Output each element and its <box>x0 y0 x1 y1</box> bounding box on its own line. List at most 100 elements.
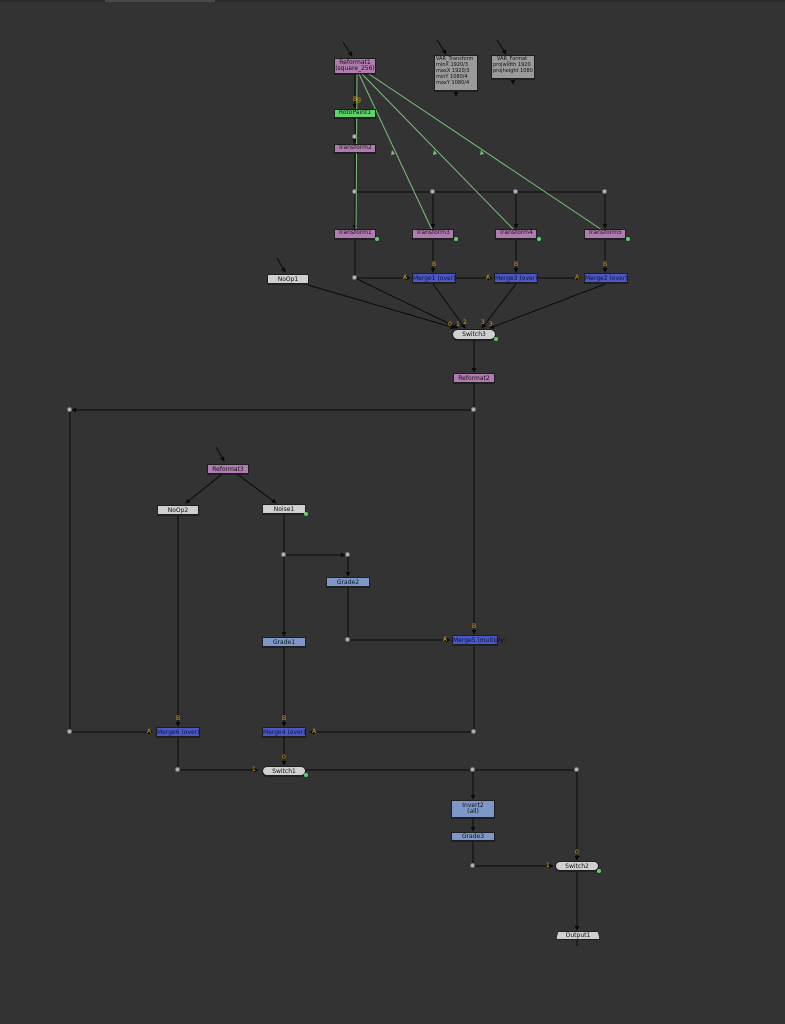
pipe-dot[interactable] <box>175 767 180 772</box>
wire <box>236 473 277 504</box>
node-transform5[interactable]: Transform5 <box>584 229 626 239</box>
pipe-dot[interactable] <box>602 189 607 194</box>
node-transform3[interactable]: Transform3 <box>412 229 454 239</box>
pipe-dot[interactable] <box>471 729 476 734</box>
node-grade1[interactable]: Grade1 <box>262 637 306 647</box>
pipe-dot[interactable] <box>574 767 579 772</box>
mask-indicator <box>454 237 458 241</box>
node-merge6[interactable]: Merge6 (over) <box>156 727 200 737</box>
node-switch3[interactable]: Switch3 <box>452 329 496 340</box>
pipe-dot[interactable] <box>345 637 350 642</box>
port-label-a: A <box>486 274 491 281</box>
pipe-dot[interactable] <box>281 552 286 557</box>
pipe-dot[interactable] <box>352 189 357 194</box>
port-label-a: A <box>403 274 408 281</box>
expression-link <box>361 73 517 233</box>
pipe-dot[interactable] <box>513 189 518 194</box>
node-transform2[interactable]: Transform2 <box>334 144 376 153</box>
port-label-1: 1 <box>546 862 550 869</box>
node-label: Transform2 <box>338 144 372 151</box>
input-arrow <box>496 39 507 55</box>
pipe-dot[interactable] <box>345 552 350 557</box>
pipe-dot[interactable] <box>470 863 475 868</box>
node-label: Merge5 (multiply) <box>453 637 507 644</box>
node-label: Reformat3 <box>212 466 244 473</box>
node-transform1[interactable]: Transform1 <box>334 229 376 239</box>
node-label: Grade2 <box>336 579 360 586</box>
node-noop2[interactable]: NoOp2 <box>157 505 199 515</box>
node-label: Merge1 (over) <box>413 275 456 282</box>
node-switch2[interactable]: Switch2 <box>555 861 599 871</box>
node-label: Output1 <box>565 932 591 939</box>
node-label: Invert2 <box>462 802 484 809</box>
port-label-b: B <box>176 715 181 722</box>
top-bar <box>0 0 785 2</box>
node-label: NoOp2 <box>167 507 189 514</box>
input-arrow <box>342 41 353 57</box>
port-label-2: 2 <box>463 319 467 326</box>
node-reformat1[interactable]: Reformat1 (square_256) <box>334 58 376 74</box>
input-arrow <box>215 446 225 462</box>
node-merge1[interactable]: Merge1 (over) <box>412 273 456 283</box>
node-noise1[interactable]: Noise1 <box>262 504 306 514</box>
node-knob-maxx: maxX 1920/3 <box>436 68 470 74</box>
port-label-a: A <box>312 728 317 735</box>
node-output1[interactable]: Output1 <box>556 931 600 940</box>
mask-indicator <box>375 237 379 241</box>
pipe-dot[interactable] <box>430 189 435 194</box>
port-label-0: 0 <box>575 849 579 856</box>
node-knob-maxy: maxY 1080/4 <box>436 80 470 86</box>
node-knob-miny: minY 1080/4 <box>436 74 468 80</box>
node-rotopaint1[interactable]: RotoPaint1 <box>334 109 376 118</box>
node-reformat2[interactable]: Reformat2 <box>453 373 495 383</box>
input-arrow <box>276 257 286 273</box>
node-label: Grade1 <box>272 639 296 646</box>
node-reformat3[interactable]: Reformat3 <box>207 464 249 474</box>
pipe-dot[interactable] <box>352 275 357 280</box>
node-label: Switch3 <box>462 331 486 338</box>
wire <box>432 283 466 329</box>
mask-indicator <box>626 237 630 241</box>
node-var-format[interactable]: VAR_Format projwidth 1920 projheight 108… <box>491 55 535 79</box>
port-label-bg: Bg <box>353 96 361 103</box>
mask-indicator <box>494 337 498 341</box>
pipe-dot[interactable] <box>352 134 357 139</box>
port-label-b: B <box>282 715 287 722</box>
node-knob-minx: minX 1920/3 <box>436 62 469 68</box>
port-label-b: B <box>432 261 437 268</box>
node-grade2[interactable]: Grade2 <box>326 577 370 587</box>
node-grade3[interactable]: Grade3 <box>451 832 495 841</box>
expression-arrow <box>480 150 484 155</box>
node-noop1[interactable]: NoOp1 <box>267 274 309 284</box>
port-label-a: A <box>147 728 152 735</box>
node-merge5[interactable]: Merge5 (multiply) <box>452 635 507 645</box>
pipe-dot[interactable] <box>471 407 476 412</box>
wire <box>481 283 517 329</box>
node-invert2[interactable]: Invert2 (all) <box>451 800 495 818</box>
node-label: Merge3 (over) <box>495 275 538 282</box>
node-switch1[interactable]: Switch1 <box>262 766 306 776</box>
pipe-dot[interactable] <box>470 767 475 772</box>
pipe-dot[interactable] <box>67 729 72 734</box>
node-merge3[interactable]: Merge3 (over) <box>494 273 538 283</box>
node-transform4[interactable]: Transform4 <box>495 229 537 239</box>
expression-arrow <box>433 150 437 155</box>
node-graph-tab[interactable] <box>105 0 215 2</box>
node-label: Switch1 <box>272 768 296 775</box>
node-label: Reformat1 <box>339 59 371 66</box>
pipe-dot[interactable] <box>67 407 72 412</box>
node-label: NoOp1 <box>277 276 299 283</box>
node-merge4[interactable]: Merge4 (over) <box>262 727 306 737</box>
node-label: Transform1 <box>338 229 372 236</box>
port-label-b: B <box>514 261 519 268</box>
wire <box>489 283 606 329</box>
node-merge2[interactable]: Merge2 (over) <box>584 273 628 283</box>
node-label: Noise1 <box>273 506 295 513</box>
node-var-transform[interactable]: VAR_Transform minX 1920/3 maxX 1920/3 mi… <box>434 55 478 91</box>
port-label-b: B <box>472 623 477 630</box>
port-label-1: 1 <box>456 321 460 328</box>
port-label-b: B <box>603 261 608 268</box>
mask-indicator <box>304 512 308 516</box>
